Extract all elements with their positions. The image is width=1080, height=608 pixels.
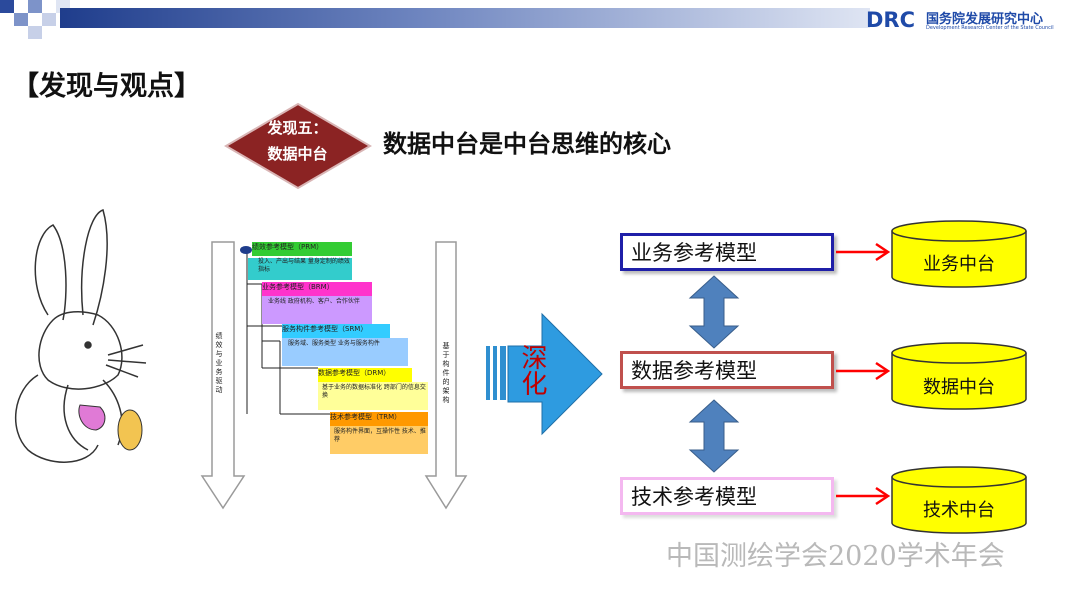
business-platform-cylinder xyxy=(891,220,1027,288)
layer-drm-title: 数据参考模型（DRM） xyxy=(318,368,412,382)
double-arrow-upper xyxy=(688,275,740,349)
rabbit-illustration xyxy=(14,209,147,463)
business-platform-label: 业务中台 xyxy=(923,254,995,275)
layer-trm-title: 技术参考模型（TRM） xyxy=(330,412,428,426)
conference-watermark: 中国测绘学会2020学术年会 xyxy=(666,541,1005,572)
logo-english-name: Development Research Center of the State… xyxy=(926,25,1054,31)
technology-reference-model-box: 技术参考模型 xyxy=(620,477,834,515)
platform-connector-arrows xyxy=(836,242,891,506)
layer-brm-desc: 业务线 政府机构、客户、合作伙伴 xyxy=(262,296,372,324)
layer-srm-desc: 服务域、服务类型 业务与服务构件 xyxy=(282,338,408,366)
layer-trm-desc: 服务构件界面，互操作性 技术、推荐 xyxy=(330,426,428,454)
technology-platform-cylinder xyxy=(891,466,1027,534)
deepen-label: 深化 xyxy=(517,344,547,396)
data-platform-cylinder xyxy=(891,342,1027,410)
layer-prm-title: 绩效参考模型（PRM） xyxy=(252,242,352,256)
finding-tag-line1: 发现五： xyxy=(267,119,328,137)
layer-brm-title: 业务参考模型（BRM） xyxy=(262,282,372,296)
finding-headline: 数据中台是中台思维的核心 xyxy=(383,130,671,158)
header-gradient-bar xyxy=(60,8,870,28)
layer-drm-desc: 基于业务的数据标准化 跨部门的信息交换 xyxy=(318,382,428,410)
deepen-arrow xyxy=(486,312,603,436)
finding-tag-line2: 数据中台 xyxy=(267,145,328,163)
layer-srm-title: 服务构件参考模型（SRM） xyxy=(282,324,390,338)
logo-mark: DRC xyxy=(866,8,916,32)
left-arrow-label: 绩效与业务驱动 xyxy=(215,332,223,394)
right-arrow-label: 基于构件的架构 xyxy=(442,342,450,404)
data-platform-label: 数据中台 xyxy=(923,377,995,398)
finding-tag: 发现五： 数据中台 xyxy=(245,115,350,167)
layer-prm-title-text: 绩效参考模型（PRM） xyxy=(252,242,352,256)
layer-prm-desc: 投入、产出与结果 量身定制的绩效指标 xyxy=(248,258,352,280)
technology-platform-label: 技术中台 xyxy=(923,500,995,521)
fea-reference-model-figure: 绩效参考模型（PRM） 投入、产出与结果 量身定制的绩效指标 业务参考模型（BR… xyxy=(200,236,470,528)
double-arrow-lower xyxy=(688,399,740,473)
data-reference-model-box: 数据参考模型 xyxy=(620,351,834,389)
business-reference-model-box: 业务参考模型 xyxy=(620,233,834,271)
finding-diamond xyxy=(224,102,372,190)
logo-chinese-name: 国务院发展研究中心 xyxy=(926,12,1044,27)
section-title: 【发现与观点】 xyxy=(12,71,201,102)
drc-logo: DRC 国务院发展研究中心 Development Research Cente… xyxy=(866,8,1066,34)
